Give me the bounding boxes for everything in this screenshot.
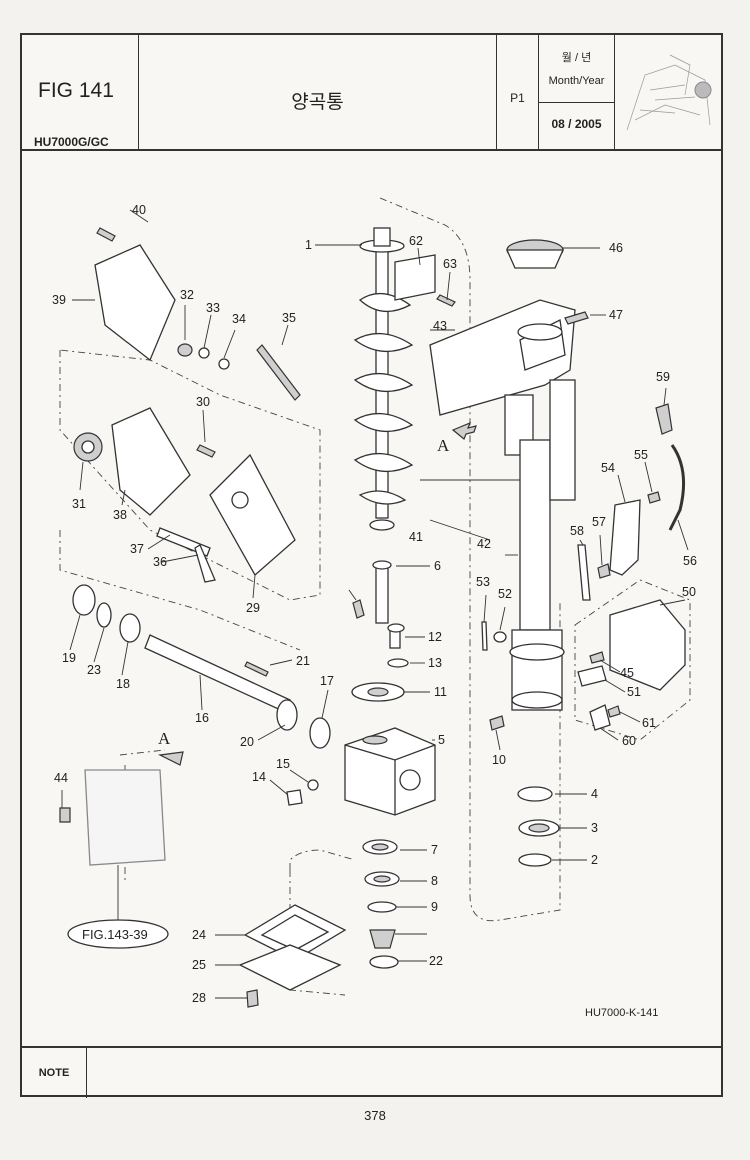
- view-a-label: A: [437, 436, 450, 455]
- part-number-label: 42: [477, 537, 491, 551]
- part-number-label: 13: [428, 656, 442, 670]
- header: FIG 141 HU7000G/GC 양곡통 P1 월 / 년 Month/Ye…: [22, 35, 721, 151]
- part-number-labels: 1234567891011121314151617181920212223242…: [52, 203, 697, 1005]
- note-section: NOTE: [22, 1046, 721, 1098]
- part-number-label: 43: [433, 319, 447, 333]
- thumbnail-cell: [615, 35, 721, 149]
- issue-date: 08 / 2005: [551, 117, 602, 131]
- part-number-label: 11: [434, 685, 447, 699]
- part-number-label: 56: [683, 554, 697, 568]
- part-number-label: 19: [62, 651, 76, 665]
- part-number-label: 8: [431, 874, 438, 888]
- part-number-label: 5: [438, 733, 445, 747]
- view-a-label-lower: A: [158, 729, 171, 748]
- part-number-label: 21: [296, 654, 310, 668]
- part-number-label: 55: [634, 448, 648, 462]
- part-number-label: 54: [601, 461, 615, 475]
- part-number-label: 4: [591, 787, 598, 801]
- plate-part: [394, 254, 436, 301]
- part-number-label: 9: [431, 900, 438, 914]
- part-number-label: 44: [54, 771, 68, 785]
- part-number-label: 40: [132, 203, 146, 217]
- part-number-label: 10: [492, 753, 506, 767]
- part-number-label: 31: [72, 497, 86, 511]
- part-number-label: 24: [192, 928, 206, 942]
- part-number-label: 52: [498, 587, 512, 601]
- part-number-label: 29: [246, 601, 260, 615]
- page-title: 양곡통: [291, 92, 344, 113]
- part-number-label: 28: [192, 991, 206, 1005]
- cap-part: [505, 239, 565, 269]
- part-number-label: 16: [195, 711, 209, 725]
- part-number-label: 46: [609, 241, 623, 255]
- part-number-label: 6: [434, 559, 441, 573]
- part-number-label: 36: [153, 555, 167, 569]
- part-number-label: 33: [206, 301, 220, 315]
- part-number-label: 18: [116, 677, 130, 691]
- part-number-label: 34: [232, 312, 246, 326]
- part-number-label: 17: [320, 674, 334, 688]
- month-year-en: Month/Year: [548, 75, 605, 87]
- part-number-label: 12: [428, 630, 442, 644]
- part-number-label: 22: [429, 954, 443, 968]
- part-number-label: 30: [196, 395, 210, 409]
- part-number-label: 1: [305, 238, 312, 252]
- part-number-label: 2: [591, 853, 598, 867]
- part-number-label: 38: [113, 508, 127, 522]
- machine-thumbnail-icon: [626, 54, 712, 131]
- month-year-kr: 월 / 년: [561, 52, 592, 64]
- part-number-label: 32: [180, 288, 194, 302]
- page-number: 378: [364, 1108, 386, 1123]
- part-number-label: 59: [656, 370, 670, 384]
- model-name: HU7000G/GC: [34, 135, 109, 149]
- figure-reference-text: FIG.143-39: [82, 927, 148, 942]
- part-number-label: 57: [592, 515, 606, 529]
- part-number-label: 25: [192, 958, 206, 972]
- part-number-label: 45: [620, 666, 634, 680]
- part-number-label: 39: [52, 293, 66, 307]
- part-number-label: 51: [627, 685, 641, 699]
- note-label: NOTE: [22, 1048, 87, 1098]
- fig-number: FIG 141: [38, 79, 114, 102]
- part-number-label: 37: [130, 542, 144, 556]
- page-code: P1: [510, 91, 525, 105]
- gearbox-part: [344, 727, 436, 816]
- part-number-label: 58: [570, 524, 584, 538]
- part-number-label: 41: [409, 530, 423, 544]
- page-code-cell: P1: [497, 35, 539, 149]
- fig-cell: FIG 141 HU7000G/GC: [22, 35, 139, 149]
- part-number-label: 7: [431, 843, 438, 857]
- part-number-label: 20: [240, 735, 254, 749]
- diagram-code: HU7000-K-141: [585, 1007, 658, 1019]
- part-number-label: 61: [642, 716, 656, 730]
- part-number-label: 35: [282, 311, 296, 325]
- part-number-label: 14: [252, 770, 266, 784]
- part-number-label: 60: [622, 734, 636, 748]
- discharge-tube-part: [429, 299, 576, 711]
- part-number-label: 50: [682, 585, 696, 599]
- part-number-label: 53: [476, 575, 490, 589]
- title-cell: 양곡통: [139, 35, 497, 149]
- part-number-label: 15: [276, 757, 290, 771]
- date-cell: 월 / 년 Month/Year 08 / 2005: [539, 35, 615, 149]
- part-number-label: 63: [443, 257, 457, 271]
- part-number-label: 23: [87, 663, 101, 677]
- part-number-label: 47: [609, 308, 623, 322]
- auger-part: [353, 227, 414, 531]
- part-number-label: 3: [591, 821, 598, 835]
- part-number-label: 62: [409, 234, 423, 248]
